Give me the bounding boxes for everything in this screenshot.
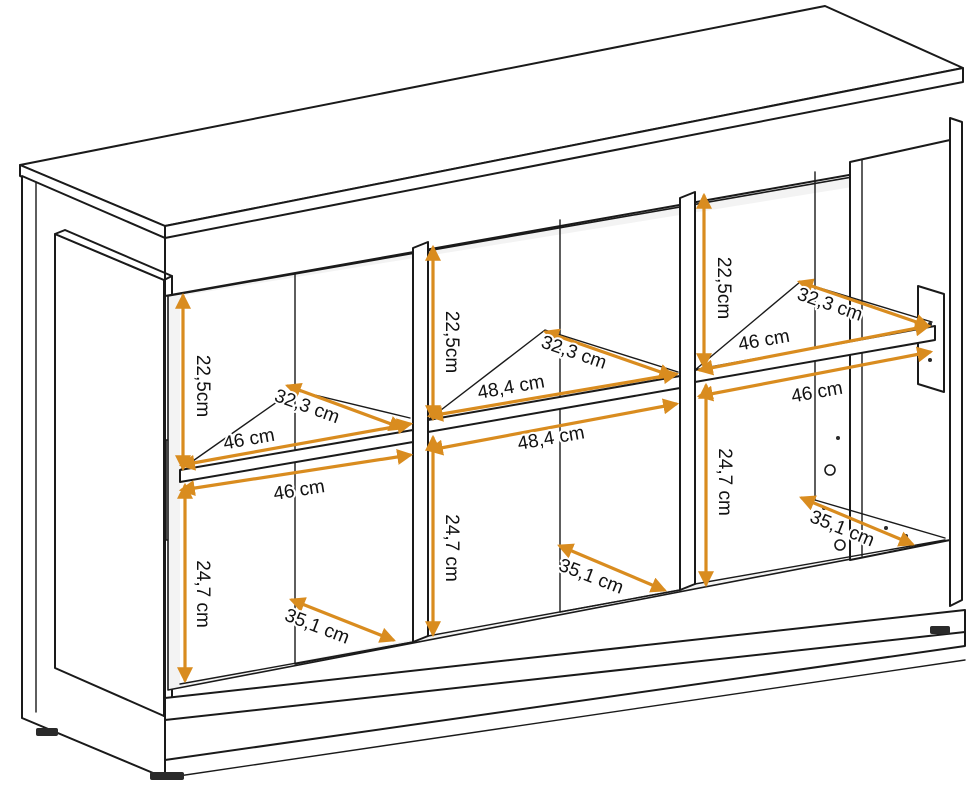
foot-front-right (930, 626, 950, 634)
label-middle-upper-height: 22,5cm (441, 311, 462, 373)
dim-line-left-floor-depth (289, 597, 396, 643)
foot-front-left (150, 772, 184, 780)
dim-line-right-floor-depth (799, 495, 915, 547)
divider-right (679, 191, 696, 591)
dim-line-right-shelf-depth (796, 278, 932, 330)
dim-line-right-lower-width (696, 346, 934, 402)
left-door-panel (54, 233, 165, 717)
right-door-edge (949, 117, 963, 607)
label-right-lower-height: 24,7 cm (714, 448, 735, 516)
dim-line-middle-lower-width (426, 398, 680, 456)
label-left-lower-height: 24,7 cm (192, 560, 213, 628)
label-left-upper-height: 22,5cm (192, 355, 213, 417)
top-panel-front-edge (164, 67, 964, 239)
dim-line-middle-floor-depth (557, 543, 667, 593)
foot-back-left (36, 728, 58, 736)
label-right-upper-height: 22,5cm (713, 257, 734, 319)
label-middle-lower-height: 24,7 cm (441, 514, 462, 582)
divider-left (412, 241, 429, 643)
dim-line-left-lower-width (178, 449, 414, 496)
dimension-lines (175, 192, 934, 684)
